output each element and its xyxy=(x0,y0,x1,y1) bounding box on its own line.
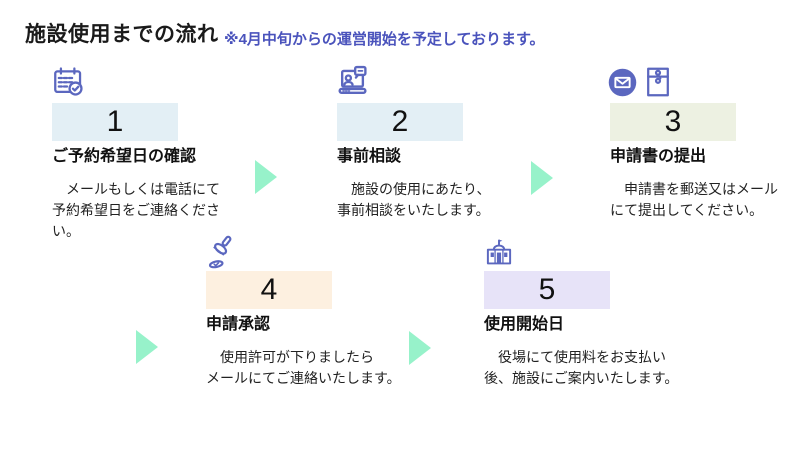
step-number-block: 4 xyxy=(206,271,332,309)
step-number-block: 3 xyxy=(610,103,736,141)
step-number: 3 xyxy=(664,105,682,138)
mail-circle-icon xyxy=(606,66,639,99)
operation-start-note: ※4月中旬からの運営開始を予定しております。 xyxy=(224,31,545,48)
step4-icon-group xyxy=(206,234,238,270)
town-hall-icon xyxy=(483,234,515,268)
calendar-check-icon xyxy=(51,65,85,99)
step-number-block: 1 xyxy=(52,103,178,141)
laptop-video-chat-icon xyxy=(336,65,372,99)
step2-icon-group xyxy=(336,65,372,99)
step-description: 申請書を郵送又はメール にて提出してください。 xyxy=(610,181,778,218)
flow-arrow-1 xyxy=(255,160,277,194)
step-number-block: 5 xyxy=(484,271,610,309)
step1-icon-group xyxy=(51,65,85,99)
step-description: 使用許可が下りましたら メールにてご連絡いたします。 xyxy=(206,349,401,386)
step3-icon-group xyxy=(606,65,672,99)
step-description: メールもしくは電話にて 予約希望日をご連絡くださ い。 xyxy=(52,181,220,239)
step-title: 事前相談 xyxy=(337,148,402,165)
step-number: 5 xyxy=(538,273,556,306)
step-title: 申請承認 xyxy=(206,316,271,333)
step-number: 2 xyxy=(391,105,409,138)
step-description: 施設の使用にあたり、 事前相談をいたします。 xyxy=(337,181,491,218)
step-number-block: 2 xyxy=(337,103,463,141)
flow-arrow-2 xyxy=(531,161,553,195)
step-title: ご予約希望日の確認 xyxy=(52,148,197,165)
step5-icon-group xyxy=(483,234,515,268)
step-title: 申請書の提出 xyxy=(610,148,707,165)
step-number: 4 xyxy=(260,273,278,306)
step-title: 使用開始日 xyxy=(484,316,565,333)
envelope-clasp-icon xyxy=(644,65,672,99)
flow-arrow-4 xyxy=(409,331,431,365)
flow-arrow-3 xyxy=(136,330,158,364)
page-title: 施設使用までの流れ xyxy=(25,23,219,46)
step-description: 役場にて使用料をお支払い 後、施設にご案内いたします。 xyxy=(484,349,679,386)
step-number: 1 xyxy=(106,105,124,138)
stamp-icon xyxy=(206,234,238,270)
